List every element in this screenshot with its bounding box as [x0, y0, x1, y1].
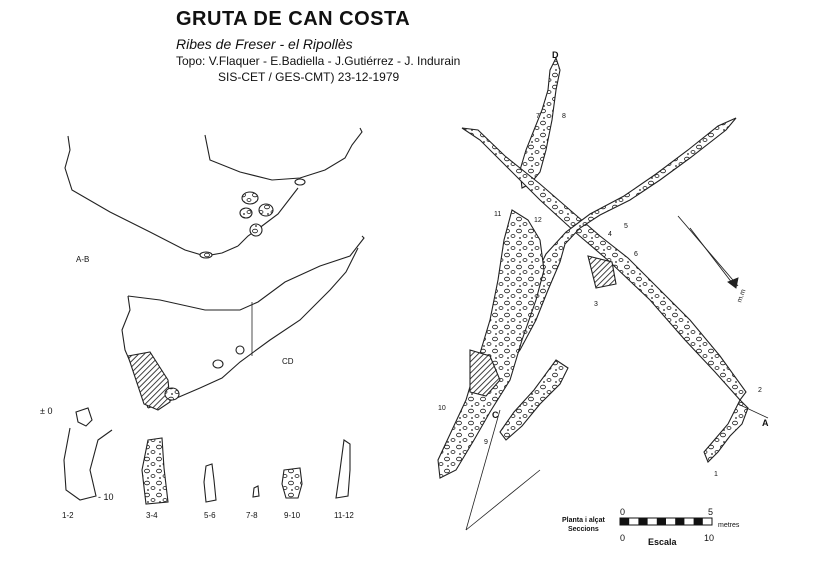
- section-label-7-8: 7-8: [246, 511, 258, 520]
- plan-passage-top: [519, 56, 561, 189]
- section-label-11-12: 11-12: [334, 511, 354, 520]
- plan-passage-bottom-right: [703, 399, 749, 463]
- profile-ab-floor: [204, 127, 363, 181]
- scale-upper-end: 5: [708, 507, 713, 517]
- section-11-12: [335, 439, 351, 499]
- profile-cd-upper-wall: [127, 235, 365, 311]
- station-1: 1: [714, 471, 718, 478]
- profile-ab-ceiling: [64, 135, 239, 257]
- section-label-9-10: 9-10: [284, 511, 301, 520]
- station-10: 10: [438, 405, 446, 412]
- station-6: 6: [634, 251, 638, 258]
- scale-bar-segment: [693, 518, 703, 525]
- plan-projection-line: [465, 469, 541, 531]
- plan-point-d: D: [552, 50, 559, 60]
- north-arrow-head: [727, 277, 739, 289]
- plan-section-line-ab: [737, 403, 769, 419]
- north-arrow-line: [689, 227, 737, 289]
- scale-bar-segment: [675, 518, 685, 525]
- scale-plan-label: Planta i alçat: [562, 517, 605, 524]
- scale-lower-end: 10: [704, 533, 714, 543]
- station-11: 11: [494, 211, 501, 218]
- profile-ab-boulder: [294, 178, 306, 186]
- station-3: 3: [594, 301, 598, 308]
- scale-units: metres: [718, 522, 740, 529]
- profile-cd-label: CD: [282, 357, 294, 366]
- section-depth-bottom: - 10: [98, 492, 114, 502]
- scale-sections-label: Seccions: [568, 526, 599, 533]
- profile-ab-label: A-B: [76, 255, 89, 264]
- section-depth-top: ± 0: [40, 406, 52, 416]
- scale-word: Escala: [648, 537, 678, 547]
- location-subtitle: Ribes de Freser - el Ripollès: [176, 36, 353, 52]
- station-2: 2: [758, 387, 762, 394]
- profile-ab-boulder: [199, 251, 213, 259]
- cross-sections: [63, 407, 351, 505]
- profile-ab-boulder: [258, 203, 274, 217]
- scale-upper-start: 0: [620, 507, 625, 517]
- plan-projection-line: [465, 409, 501, 531]
- section-5-6: [203, 463, 217, 503]
- plan-point-a: A: [762, 418, 769, 428]
- station-5: 5: [624, 223, 628, 230]
- station-9: 9: [484, 439, 488, 446]
- section-1-2: [63, 407, 113, 501]
- station-12: 12: [534, 217, 542, 224]
- profile-ab-boulder: [239, 207, 253, 219]
- profile-cd: [121, 235, 365, 411]
- scale-bar: [619, 517, 713, 526]
- station-4: 4: [608, 231, 612, 238]
- plan-rubble-zone: [587, 255, 617, 289]
- profile-cd-boulder: [212, 359, 224, 369]
- section-7-8: [252, 485, 260, 498]
- profile-cd-rubble: [127, 351, 171, 411]
- section-3-4: [141, 437, 169, 505]
- profile-ab-lower-passage: [237, 187, 299, 247]
- section-9-10: [281, 467, 303, 499]
- plan-passage-lower-branch: [499, 359, 569, 441]
- profile-ab-boulder: [241, 191, 259, 205]
- plan-passage-diagonal: [461, 127, 747, 401]
- scale-lower-start: 0: [620, 533, 625, 543]
- north-arrow-label: m.m: [736, 288, 747, 303]
- plan-rubble-zone: [469, 349, 501, 397]
- profile-cd-floor: [147, 247, 359, 409]
- profile-ab: [64, 127, 363, 259]
- profile-ab-boulder: [249, 223, 263, 237]
- station-7: 7: [536, 113, 540, 120]
- plan-view: [437, 56, 769, 531]
- north-arrow: [677, 215, 739, 289]
- header-block: GRUTA DE CAN COSTA Ribes de Freser - el …: [0, 0, 825, 110]
- profile-cd-boulder: [164, 387, 180, 401]
- profile-cd-boulder: [235, 345, 245, 355]
- station-8: 8: [562, 113, 566, 120]
- survey-reference: SIS-CET / GES-CMT) 23-12-1979: [218, 70, 400, 84]
- scale-bar-segment: [656, 518, 666, 525]
- surveyors-credit: Topo: V.Flaquer - E.Badiella - J.Gutiérr…: [176, 54, 461, 68]
- plan-passage-left: [437, 209, 545, 479]
- section-label-3-4: 3-4: [146, 511, 158, 520]
- scale-bar-segment: [638, 518, 648, 525]
- plan-point-c: C: [492, 410, 499, 420]
- section-label-1-2: 1-2: [62, 511, 74, 520]
- section-label-5-6: 5-6: [204, 511, 216, 520]
- scale-bar-segment: [620, 518, 630, 525]
- page-title: GRUTA DE CAN COSTA: [176, 8, 411, 30]
